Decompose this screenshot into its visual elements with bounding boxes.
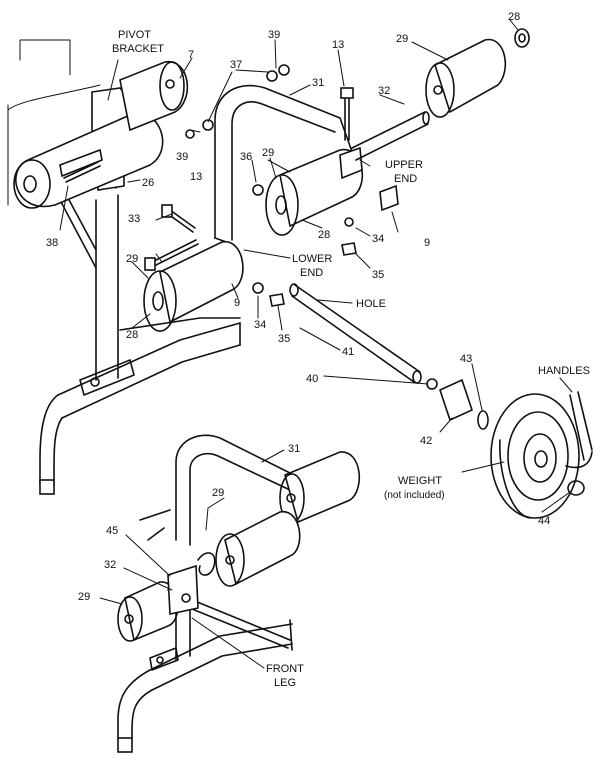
label-front: FRONT [266, 663, 304, 675]
part-35-upper: 35 [372, 269, 384, 281]
label-upper: UPPER [385, 159, 423, 171]
part-13-top: 13 [332, 39, 344, 51]
label-handles: HANDLES [538, 365, 590, 377]
leg-cap [39, 479, 55, 495]
bolt-13-lower [161, 204, 196, 233]
leader-lines [59, 19, 573, 513]
upper-left-roller [119, 61, 189, 132]
part-29-inset-left: 29 [78, 591, 90, 603]
label-upper-end: END [394, 173, 417, 185]
part-26: 26 [142, 177, 154, 189]
label-weight: WEIGHT [398, 475, 442, 487]
label-leg: LEG [274, 677, 296, 689]
part-31-top: 31 [312, 77, 324, 89]
part-28-mid: 28 [318, 229, 330, 241]
shaft-32 [351, 111, 430, 161]
collar-42 [439, 378, 473, 422]
label-pivot: PIVOT [118, 29, 151, 41]
part-44: 44 [538, 515, 550, 527]
part-7: 7 [188, 49, 194, 61]
part-37: 37 [230, 59, 242, 71]
part-42: 42 [420, 435, 432, 447]
label-bracket: BRACKET [112, 43, 164, 55]
weight-post [289, 283, 489, 430]
weight-plate [490, 393, 580, 519]
part-29-top: 29 [396, 33, 408, 45]
part-36: 36 [240, 151, 252, 163]
upper-right-roller [265, 146, 364, 236]
part-29-inset-mid: 29 [212, 487, 224, 499]
ring-43 [477, 410, 489, 430]
label-hole: HOLE [356, 298, 386, 310]
part-28-top: 28 [508, 11, 520, 23]
bolt-33 [144, 239, 199, 271]
label-lower-end: END [300, 267, 323, 279]
lower-leader-lines [99, 449, 285, 669]
label-not-included: (not included) [384, 490, 445, 501]
bolt-13-upper [340, 87, 354, 141]
label-lower: LOWER [292, 253, 332, 265]
part-40: 40 [306, 373, 318, 385]
part-31-lower: 31 [288, 443, 300, 455]
part-45: 45 [106, 525, 118, 537]
part-38: 38 [46, 237, 58, 249]
end-cap-9-upper [379, 184, 399, 212]
part-41: 41 [342, 346, 354, 358]
washer-28 [514, 28, 530, 48]
part-34-lower: 34 [254, 319, 266, 331]
part-32-top: 32 [378, 85, 390, 97]
part-32-lower: 32 [104, 559, 116, 571]
lower-left-roller [143, 241, 244, 332]
part-numbers: 7 39 37 31 13 32 29 28 39 26 13 36 29 28… [46, 11, 550, 603]
left-roller-pad [13, 112, 164, 209]
part-43: 43 [460, 353, 472, 365]
part-28-lower: 28 [126, 329, 138, 341]
part-35-lower: 35 [278, 333, 290, 345]
front-leg-assembly [117, 434, 361, 753]
part-29-lower: 29 [126, 253, 138, 265]
part-34-upper: 34 [372, 233, 384, 245]
part-33: 33 [128, 213, 140, 225]
part-13-mid: 13 [190, 171, 202, 183]
bolt-38 [63, 161, 101, 183]
small-hardware [185, 64, 357, 307]
part-9-lower: 9 [234, 297, 240, 309]
handles-clip [565, 391, 593, 496]
part-29-upper: 29 [262, 147, 274, 159]
part-39-top: 39 [268, 29, 280, 41]
callout-labels: PIVOT BRACKET UPPER END LOWER END HOLE H… [112, 29, 590, 689]
part-39-mid: 39 [176, 151, 188, 163]
top-right-roller [425, 38, 507, 118]
part-9-upper: 9 [424, 237, 430, 249]
